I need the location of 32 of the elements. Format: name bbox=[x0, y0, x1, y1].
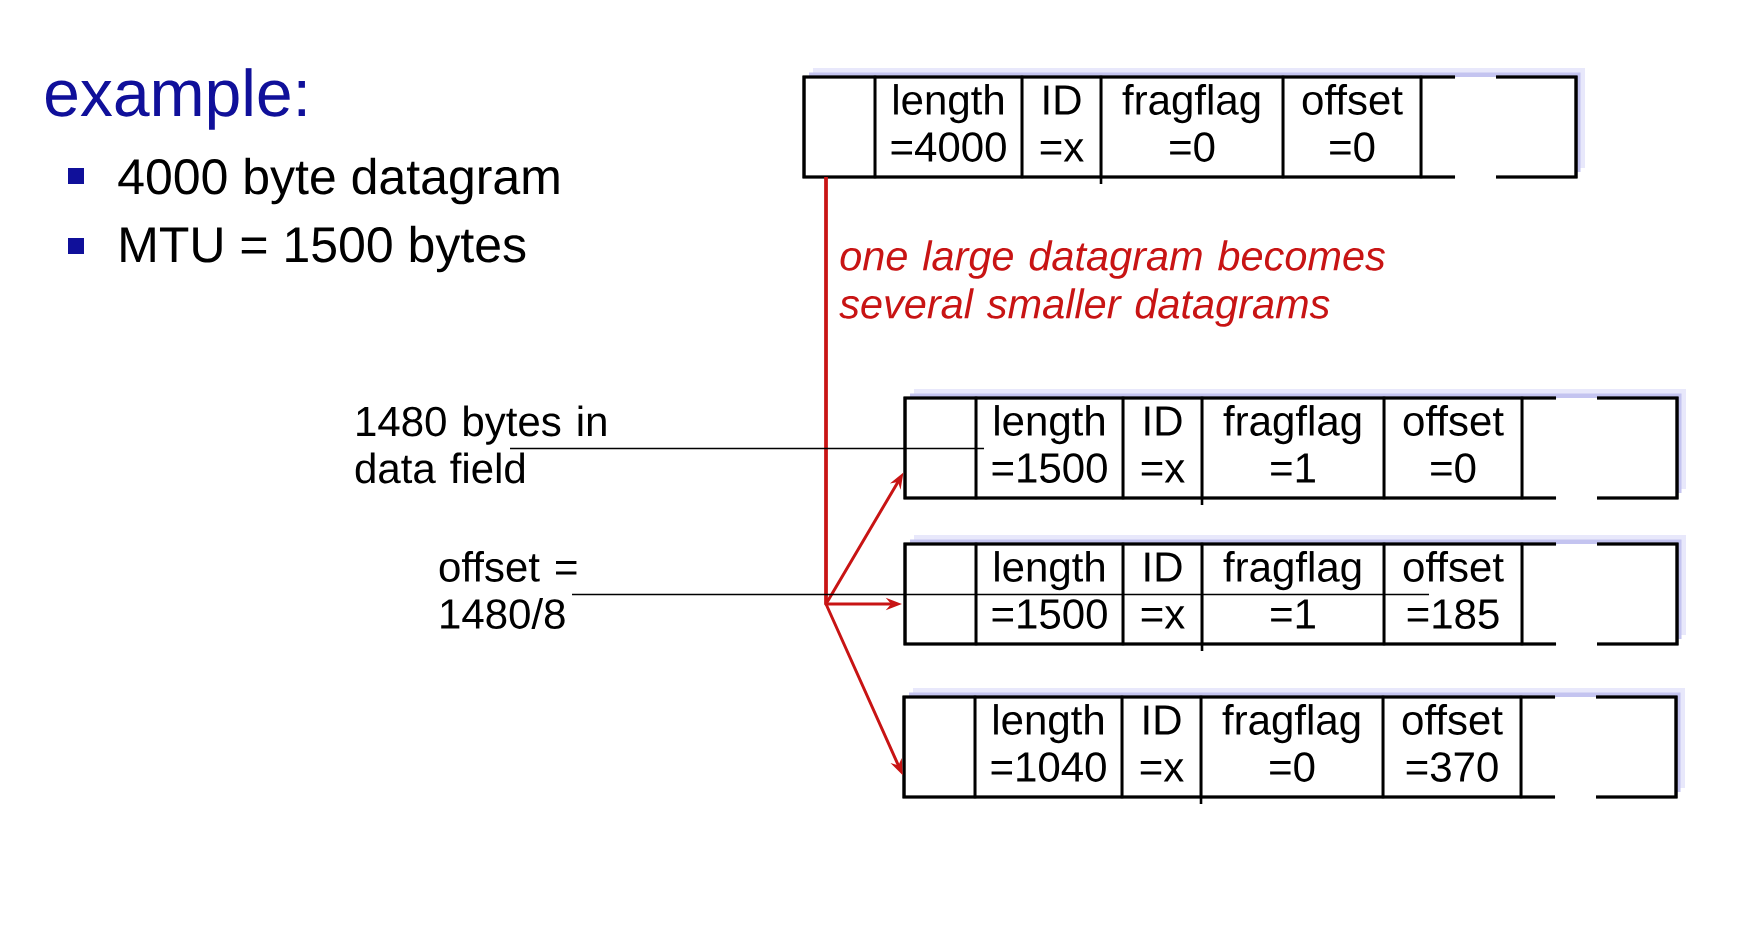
header-cell: ID =x bbox=[1120, 695, 1203, 799]
header-cell: fragflag =0 bbox=[1199, 695, 1385, 804]
bullet-text: 4000 byte datagram bbox=[118, 157, 559, 205]
header-cell: offset =0 bbox=[1281, 75, 1423, 179]
header-cell: offset =370 bbox=[1381, 695, 1523, 799]
header-cell: offset =0 bbox=[1382, 396, 1524, 500]
leader-label: offset = 1480/8 bbox=[439, 551, 577, 629]
header-cell: length =1500 bbox=[974, 542, 1125, 646]
header-cell: length =4000 bbox=[873, 75, 1024, 179]
header-cell: ID =x bbox=[1121, 396, 1204, 500]
header-cell: fragflag =1 bbox=[1200, 542, 1386, 651]
empty-cell bbox=[903, 542, 978, 646]
empty-cell bbox=[902, 695, 977, 799]
header-cell: fragflag =1 bbox=[1200, 396, 1386, 505]
header-cell: ID =x bbox=[1020, 75, 1103, 179]
header-cell: length =1040 bbox=[973, 695, 1124, 799]
header-cell: length =1500 bbox=[974, 396, 1125, 500]
header-cell: ID =x bbox=[1121, 542, 1204, 646]
empty-cell bbox=[802, 75, 877, 179]
leader-label: 1480 bytes in data field bbox=[355, 405, 606, 484]
header-cell: offset =185 bbox=[1382, 542, 1524, 646]
datagram-box bbox=[902, 688, 1685, 799]
datagram-box bbox=[903, 535, 1686, 646]
datagram-box bbox=[802, 68, 1585, 179]
header-cell: fragflag =0 bbox=[1099, 75, 1285, 184]
leader-line bbox=[509, 447, 985, 450]
leader-line bbox=[571, 593, 1430, 596]
note-text: one large datagram becomes several smaller datagrams bbox=[839, 240, 1385, 327]
title: example: bbox=[46, 68, 305, 130]
bullet-text: MTU = 1500 bytes bbox=[121, 225, 526, 273]
empty-cell bbox=[903, 396, 978, 500]
datagram-box bbox=[903, 389, 1686, 500]
